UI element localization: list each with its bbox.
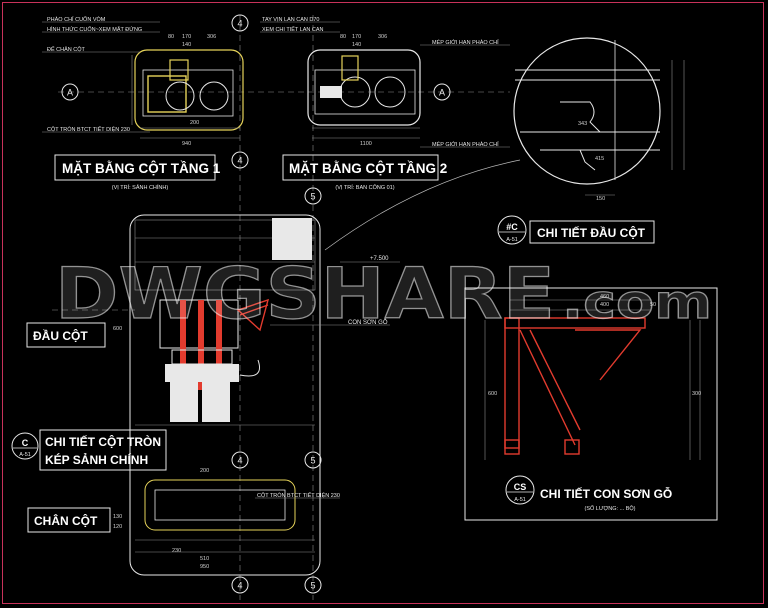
dim-label: 200 — [190, 120, 199, 126]
dim-label: 150 — [596, 196, 605, 202]
grid-bubble-5-bottom: 5 — [304, 576, 322, 594]
annotation-cot-tron-2: CỘT TRÒN BTCT TIẾT DIỆN 230 — [257, 491, 340, 499]
grid-bubble-a-1: A — [61, 83, 79, 101]
grid-bubble-4-top: 4 — [231, 14, 249, 32]
dim-label: 400 — [600, 302, 609, 308]
round-column-title-line2: KÉP SẢNH CHÍNH — [45, 452, 148, 467]
leader-curve — [324, 159, 521, 251]
grid-bubble-5-low: 5 — [304, 451, 322, 469]
title-bracket-detail: CS A-51 CHI TIẾT CON SƠN GỖ (SỐ LƯỢNG: .… — [505, 475, 672, 512]
tag-c2-bottom: A-51 — [19, 452, 31, 458]
watermark: DWGSHARE .com — [54, 252, 712, 335]
dim-label: 510 — [200, 556, 209, 562]
dimension-labels: 80 170 306 140 200 940 80 170 306 140 11… — [113, 34, 701, 570]
annotation-mep-gioi-han-2: MÉP GIỚI HẠN PHÀO CHỈ — [432, 141, 499, 148]
title-dau-cot: ĐẦU CỘT — [26, 322, 106, 348]
annotation-hinh-thuc: HÌNH THỨC CUỐN~XEM MẶT ĐỨNG — [47, 26, 142, 33]
annotation-cot-tron: CỘT TRÒN BTCT TIẾT DIỆN 230 — [47, 125, 130, 133]
tag-cs-top: CS — [514, 482, 527, 492]
annotation-de-chan-cot: ĐẾ CHÂN CỘT — [47, 46, 86, 53]
grid-bubble-5-mid: 5 — [304, 187, 322, 205]
capital-detail-circle — [513, 37, 685, 196]
dim-label: 460 — [600, 294, 609, 300]
grid-bubble-4-mid: 4 — [231, 151, 249, 169]
grid-bubble-4-low: 4 — [231, 451, 249, 469]
dim-label: 230 — [172, 548, 181, 554]
annotation-con-son-go: CON SƠN GỖ — [348, 319, 388, 326]
dim-label: 343 — [578, 121, 587, 127]
plan-floor-1 — [131, 49, 244, 139]
dim-label: 120 — [113, 524, 122, 530]
plan1-title: MẶT BẰNG CỘT TẦNG 1 — [62, 161, 221, 176]
tag-c2-top: C — [22, 438, 29, 448]
dim-label: 300 — [692, 391, 701, 397]
plan1-subtitle: (VỊ TRÍ: SẢNH CHÍNH) — [112, 184, 169, 191]
title-capital-detail: #C A-51 CHI TIẾT ĐẦU CỘT — [497, 215, 655, 245]
bracket-detail — [464, 287, 718, 521]
dim-label: 940 — [182, 141, 191, 147]
tag-cs-bottom: A-51 — [514, 497, 526, 503]
plan-floor-2 — [307, 49, 421, 139]
bracket-detail-title: CHI TIẾT CON SƠN GỖ — [540, 486, 672, 501]
dim-label: 600 — [488, 391, 497, 397]
level-marker: +7.500 — [370, 256, 389, 262]
annotation-texts: PHÀO CHỈ CUỐN VÒM HÌNH THỨC CUỐN~XEM MẶT… — [47, 16, 499, 499]
dim-label: 950 — [200, 564, 209, 570]
dim-label: 306 — [378, 34, 387, 40]
annotation-xem-chi-tiet: XEM CHI TIẾT LAN CAN — [262, 26, 324, 33]
grid-label: 4 — [237, 19, 242, 29]
round-column-title-line1: CHI TIẾT CỘT TRÒN — [45, 434, 161, 449]
dim-label: 140 — [182, 42, 191, 48]
grid-label: A — [67, 88, 73, 98]
chan-cot-title: CHÂN CỘT — [34, 513, 98, 528]
grid-label: 4 — [237, 581, 242, 591]
tag-c-bottom: A-51 — [506, 237, 518, 243]
tag-c-top: #C — [506, 222, 518, 232]
grid-label: 5 — [310, 456, 315, 466]
grid-bubble-4-bottom: 4 — [231, 576, 249, 594]
grid-label: 4 — [237, 156, 242, 166]
dim-label: 415 — [595, 156, 604, 162]
watermark-main: DWGSHARE — [55, 253, 555, 335]
grid-label: A — [439, 88, 445, 98]
dim-label: 80 — [168, 34, 174, 40]
grid-label: 5 — [310, 581, 315, 591]
dim-label: 80 — [340, 34, 346, 40]
annotation-tay-vin: TAY VỊN LAN CAN D70 — [262, 17, 319, 23]
bracket-detail-subtitle: (SỐ LƯỢNG: ... BỘ) — [585, 505, 636, 512]
watermark-suffix: .com — [562, 275, 712, 329]
annotation-phao-chi: PHÀO CHỈ CUỐN VÒM — [47, 16, 106, 23]
dim-label: 50 — [650, 302, 656, 308]
annotation-leaders — [42, 21, 510, 499]
grid-label: 4 — [237, 456, 242, 466]
dim-label: 170 — [182, 34, 191, 40]
plan2-subtitle: (VỊ TRÍ: BAN CÔNG 01) — [335, 184, 394, 191]
dau-cot-title: ĐẦU CỘT — [33, 328, 88, 343]
dim-label: 170 — [352, 34, 361, 40]
dim-label: 140 — [352, 42, 361, 48]
dim-label: 1100 — [360, 141, 372, 147]
title-plan-floor-2: MẶT BẰNG CỘT TẦNG 2 (VỊ TRÍ: BAN CÔNG 01… — [282, 154, 447, 191]
plan2-title: MẶT BẰNG CỘT TẦNG 2 — [289, 161, 447, 176]
dim-label: 306 — [207, 34, 216, 40]
annotation-mep-gioi-han-1: MÉP GIỚI HẠN PHÀO CHỈ — [432, 39, 499, 46]
grid-bubble-a-2: A — [433, 83, 451, 101]
title-round-column: C A-51 CHI TIẾT CỘT TRÒN KÉP SẢNH CHÍNH — [11, 429, 167, 471]
column-elevation — [129, 214, 321, 576]
title-chan-cot: CHÂN CỘT — [27, 507, 111, 533]
capital-detail-title: CHI TIẾT ĐẦU CỘT — [537, 225, 646, 240]
axis-lines — [52, 15, 510, 600]
title-plan-floor-1: MẶT BẰNG CỘT TẦNG 1 (VỊ TRÍ: SẢNH CHÍNH) — [54, 154, 221, 191]
dim-label: 200 — [200, 468, 209, 474]
grid-label: 5 — [310, 192, 315, 202]
dim-label: 130 — [113, 514, 122, 520]
dim-label: 600 — [113, 326, 122, 332]
